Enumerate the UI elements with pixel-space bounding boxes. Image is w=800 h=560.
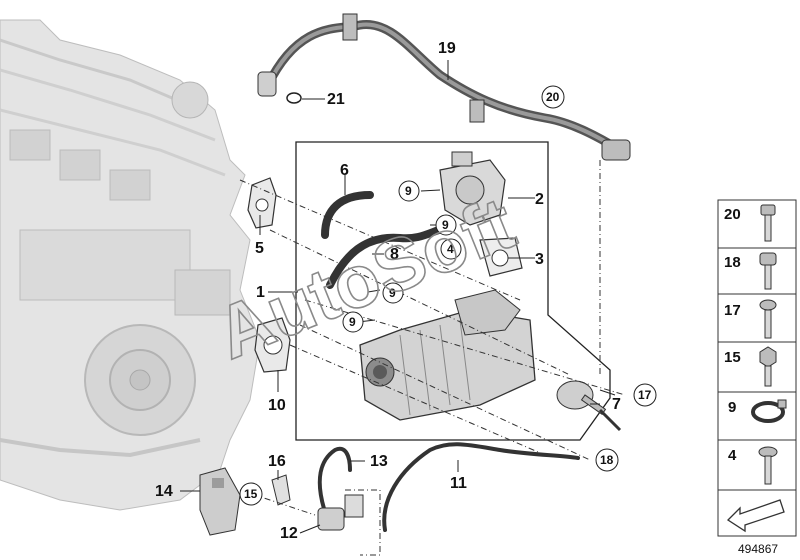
- svg-text:9: 9: [728, 399, 736, 416]
- fastener-legend: 20 18 17 15 9 4: [717, 199, 797, 537]
- assembly-frame: [295, 141, 611, 441]
- valve-housing-2: [439, 151, 506, 226]
- svg-text:4: 4: [728, 447, 737, 464]
- callout-18: 18: [595, 448, 619, 472]
- callout-5: 5: [255, 240, 264, 257]
- callout-16: 16: [268, 453, 286, 470]
- callout-6: 6: [340, 162, 349, 179]
- callout-17: 17: [633, 383, 657, 407]
- svg-text:9: 9: [389, 286, 396, 300]
- callout-9-b: 9: [435, 214, 457, 236]
- legend-row-18: 18: [724, 252, 777, 290]
- gasket-5: [247, 177, 277, 229]
- legend-row-17: 17: [724, 299, 777, 339]
- callout-labels: 1 2 3 5 6 7 8 10 11 12 13 14 16 19 21: [155, 40, 621, 542]
- arrow-icon: [726, 499, 785, 533]
- leader-lines: [239, 160, 626, 556]
- callout-10: 10: [268, 397, 286, 414]
- clip-16: [271, 474, 291, 506]
- svg-text:9: 9: [349, 315, 356, 329]
- svg-text:20: 20: [724, 206, 741, 223]
- callout-1: 1: [256, 284, 265, 301]
- callout-2: 2: [535, 191, 544, 208]
- callout-13: 13: [370, 453, 388, 470]
- callout-14: 14: [155, 483, 173, 500]
- svg-text:18: 18: [724, 254, 741, 271]
- callout-21: 21: [327, 91, 345, 108]
- callout-9-d: 9: [342, 311, 364, 333]
- gasket-3: [479, 237, 523, 277]
- callout-11: 11: [450, 475, 467, 492]
- svg-text:9: 9: [405, 184, 412, 198]
- hose-11: [382, 442, 580, 532]
- actuator-7: [556, 380, 622, 432]
- callout-3: 3: [535, 251, 544, 268]
- circled-callouts: 9 9 4 9 9 15 17 18: [239, 85, 657, 506]
- bracket-14: [199, 467, 241, 536]
- callout-9-c: 9: [382, 282, 404, 304]
- o-ring-21: [286, 92, 302, 104]
- hose-6: [321, 191, 374, 239]
- legend-row-9: 9: [728, 399, 787, 423]
- engine-block: [0, 19, 261, 511]
- callout-19: 19: [438, 40, 456, 57]
- callout-4-circle: 4: [440, 238, 462, 260]
- callout-leaders: [180, 60, 616, 534]
- svg-text:20: 20: [546, 90, 560, 104]
- callout-20: 20: [541, 85, 565, 109]
- svg-text:15: 15: [724, 349, 741, 366]
- reference-id: 494867: [738, 542, 778, 556]
- callout-12: 12: [280, 525, 298, 542]
- callout-15: 15: [239, 482, 263, 506]
- svg-text:17: 17: [638, 388, 652, 402]
- svg-text:4: 4: [447, 242, 454, 256]
- egr-cooler-1: [359, 289, 536, 421]
- legend-row-15: 15: [724, 346, 777, 387]
- pipe-19: [257, 13, 631, 161]
- legend-row-20: 20: [724, 204, 776, 242]
- gasket-10: [254, 317, 291, 373]
- legend-row-4: 4: [728, 446, 778, 485]
- svg-text:9: 9: [442, 218, 449, 232]
- callout-7: 7: [612, 396, 621, 413]
- callout-8: 8: [390, 246, 399, 263]
- callout-9-a: 9: [398, 180, 420, 202]
- hose-8: [326, 224, 449, 289]
- svg-text:18: 18: [600, 453, 614, 467]
- sensor-12: [317, 494, 364, 531]
- hose-13: [317, 446, 352, 514]
- svg-text:15: 15: [244, 487, 258, 501]
- svg-text:17: 17: [724, 302, 741, 319]
